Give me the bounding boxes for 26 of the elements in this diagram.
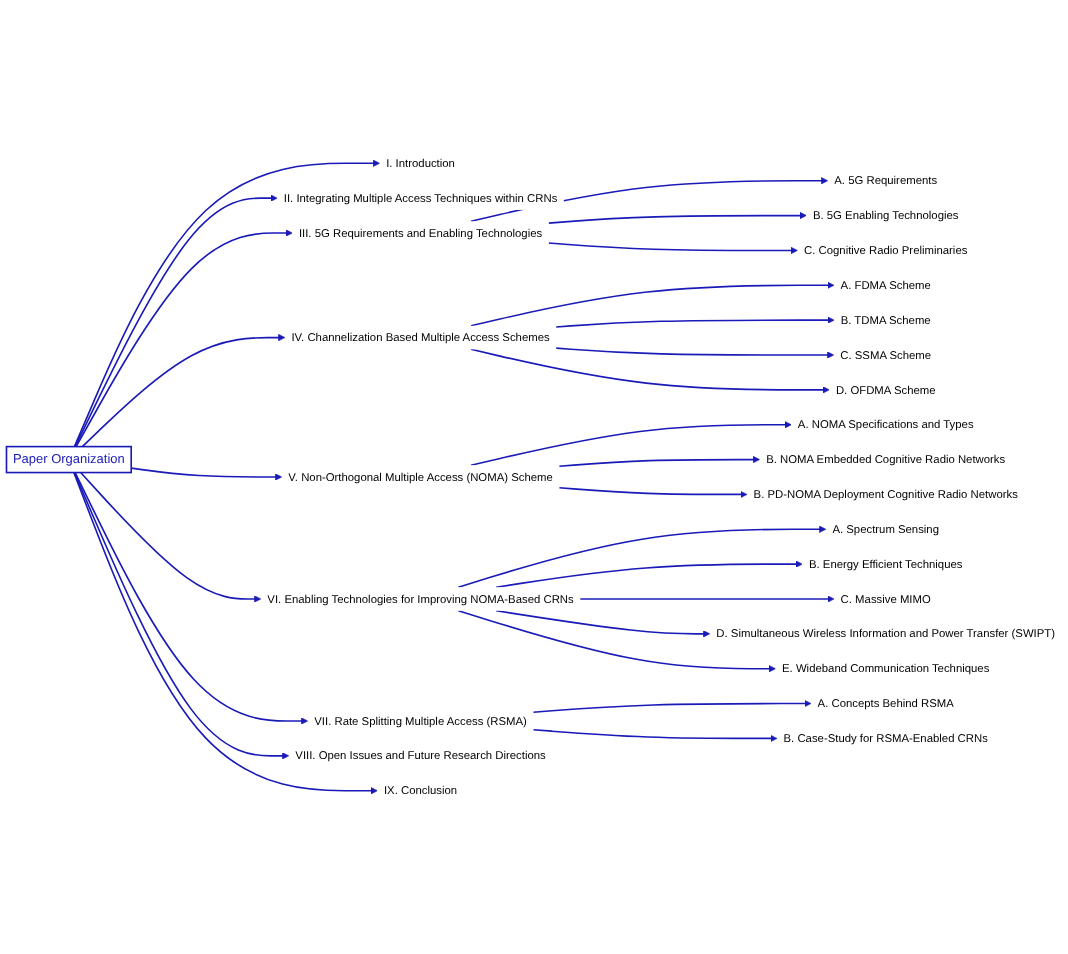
- arrow: [555, 316, 835, 328]
- arrow: [457, 609, 776, 673]
- arrow: [470, 421, 792, 467]
- arrow: [555, 347, 835, 359]
- arrow: [74, 194, 278, 448]
- arrow: [73, 471, 378, 795]
- arrow: [79, 471, 262, 603]
- arrow: [532, 728, 778, 742]
- arrow: [130, 467, 283, 481]
- arrow: [495, 560, 803, 589]
- arrow: [558, 486, 748, 498]
- arrow: [579, 595, 835, 603]
- arrow: [81, 334, 286, 448]
- arrow: [470, 281, 835, 327]
- arrow: [470, 348, 830, 394]
- arrow: [558, 456, 760, 468]
- arrow: [457, 525, 827, 589]
- arrow: [470, 177, 829, 223]
- arrow: [495, 609, 711, 638]
- arrow: [74, 471, 309, 725]
- arrow: [75, 229, 293, 448]
- arrow: [532, 700, 812, 714]
- arrow: [73, 159, 380, 448]
- arrow: [73, 471, 290, 760]
- arrow: [547, 242, 798, 254]
- arrow: [547, 212, 807, 224]
